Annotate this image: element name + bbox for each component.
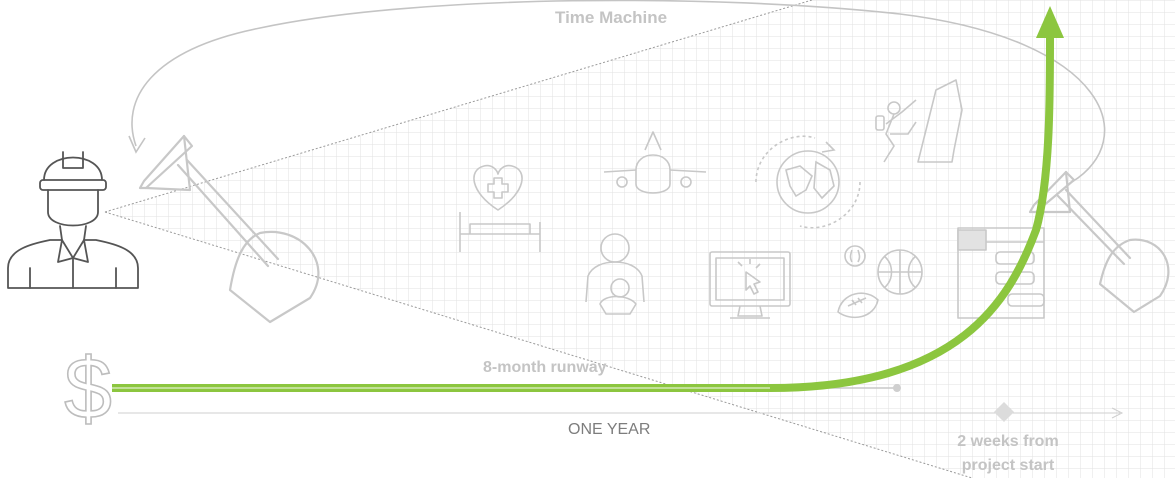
timeline-axis	[118, 402, 1124, 422]
airplane-icon	[603, 131, 707, 194]
globe-icon	[755, 135, 861, 229]
healthcare-bed-icon	[459, 164, 541, 252]
sports-balls-icon	[837, 245, 923, 319]
construction-worker-icon	[7, 151, 139, 289]
milestone-label-line2: project start	[961, 457, 1055, 474]
time-machine-label: Time Machine	[555, 8, 668, 27]
milestone-diamond	[994, 402, 1014, 422]
milestone-label: 2 weeks from project start	[938, 430, 1078, 478]
parent-child-icon	[585, 233, 645, 315]
time-machine-loop-arrow	[128, 0, 1106, 183]
svg-text:$: $	[64, 341, 112, 437]
growth-arrow-head	[1036, 6, 1064, 38]
runway-label: 8-month runway	[483, 359, 607, 376]
one-year-label: ONE YEAR	[568, 421, 651, 438]
growth-curve	[112, 6, 1064, 392]
computer-monitor-icon	[709, 251, 791, 319]
rock-climber-icon	[875, 79, 963, 163]
milestone-label-line1: 2 weeks from	[957, 433, 1059, 450]
shovel-icon	[138, 134, 320, 324]
dollar-icon: $	[63, 340, 112, 438]
